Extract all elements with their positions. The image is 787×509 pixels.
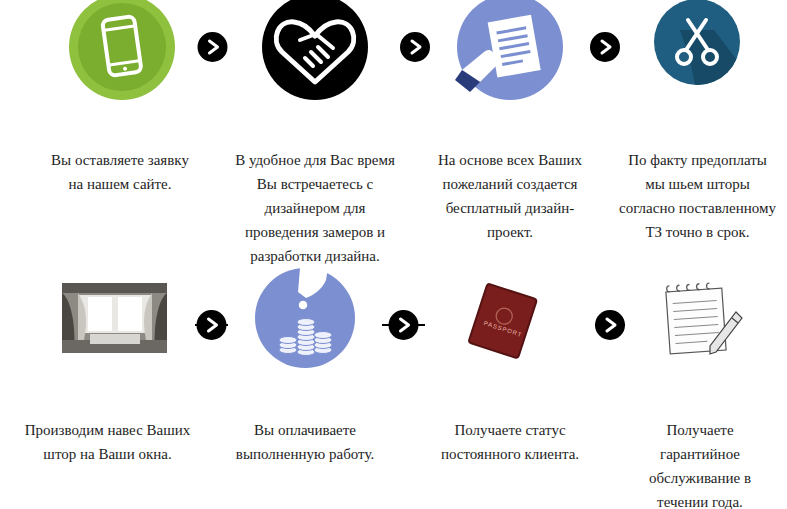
step-text: Вы оплачиваете выполненную работу. (228, 418, 382, 466)
step-arrow (382, 310, 425, 340)
arrow-circle (400, 32, 430, 62)
step-text: В удобное для Вас время Вы встречаетесь … (225, 148, 405, 268)
arrow-head (401, 319, 409, 331)
step-node: На основе всех Ваших пожеланий создается… (425, 0, 595, 244)
step-arrow (400, 32, 430, 62)
step-arrow (195, 310, 228, 340)
step-text: Получаете статус постоянного клиента. (425, 418, 595, 466)
step-arrow (595, 310, 625, 340)
arrow-circle (590, 32, 620, 62)
arrow-head (412, 41, 420, 53)
arrow-circle (389, 310, 419, 340)
phone-icon (69, 0, 175, 100)
arrow-circle (198, 32, 228, 62)
step-node: В удобное для Вас время Вы встречаетесь … (225, 0, 405, 268)
step-node: Производим навес Ваших штор на Ваши окна… (20, 272, 195, 466)
step-arrow (590, 32, 620, 62)
step-node: Получаете статус постоянного клиента. (425, 272, 595, 466)
document-icon (455, 0, 563, 100)
step-text: На основе всех Ваших пожеланий создается… (425, 148, 595, 244)
step-node: Получаете гарантийное обслуживание в теч… (625, 272, 775, 509)
step-node: Вы оплачиваете выполненную работу. (228, 272, 382, 466)
arrow-head (607, 319, 615, 331)
step-node: По факту предоплаты мы шьем шторы соглас… (615, 0, 780, 244)
step-text: Получаете гарантийное обслуживание в теч… (625, 418, 775, 509)
step-text: Производим навес Ваших штор на Ваши окна… (20, 418, 195, 466)
arrow-circle (595, 310, 625, 340)
scissors-icon (654, 0, 760, 110)
handshake-icon (262, 0, 368, 100)
passport-icon (468, 283, 537, 358)
step-arrow (198, 32, 228, 62)
step-text: По факту предоплаты мы шьем шторы соглас… (615, 148, 780, 244)
arrow-head (209, 319, 217, 331)
step-node: Вы оставляете заявку на нашем сайте. (40, 0, 200, 196)
arrow-head (210, 41, 218, 53)
arrow-head (602, 41, 610, 53)
notepad-icon (666, 283, 742, 354)
arrow-circle (197, 310, 227, 340)
step-text: Вы оставляете заявку на нашем сайте. (40, 148, 200, 196)
room-photo (62, 283, 167, 353)
payment-icon (255, 268, 355, 368)
